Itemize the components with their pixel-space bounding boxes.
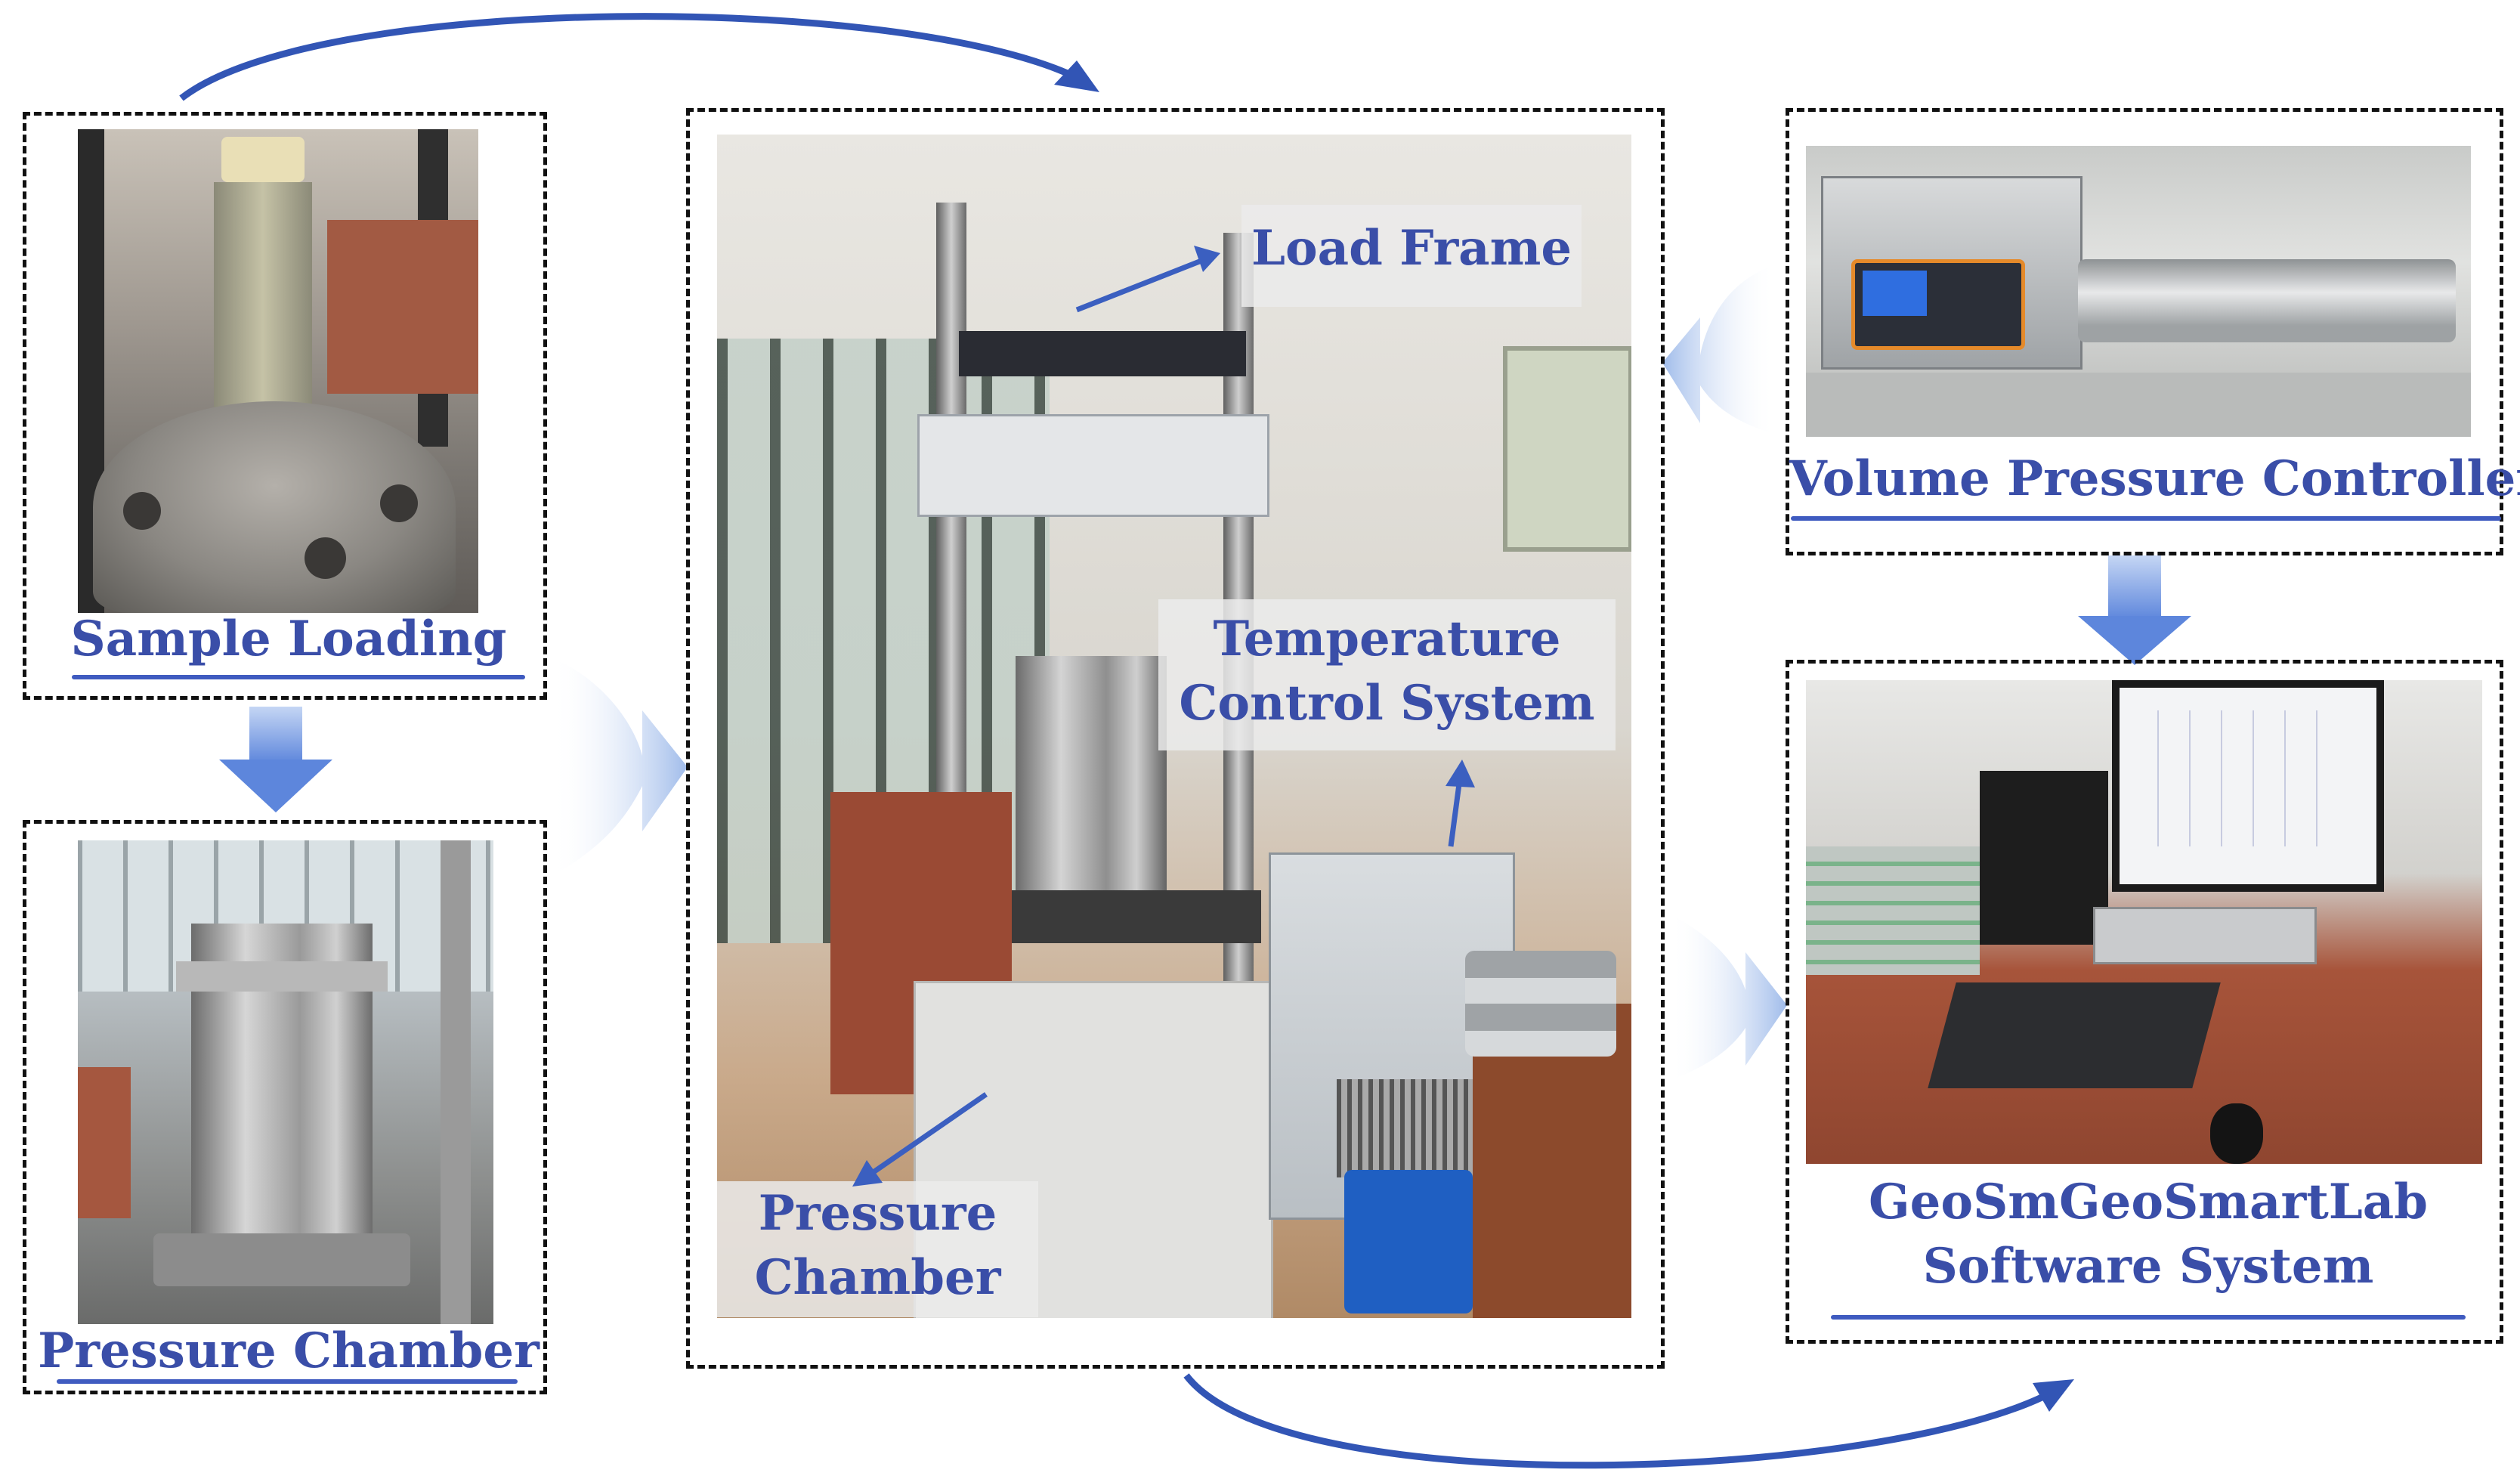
fat-flow-arrow-lower-right	[1670, 914, 1787, 1081]
sample-cylinder	[221, 137, 305, 182]
down-block-arrow-right	[2078, 555, 2191, 665]
temperature-label-line2: Control System	[1179, 675, 1595, 732]
volume-controller-photo	[1806, 146, 2471, 437]
pressure-cell	[1016, 656, 1167, 898]
sample-cylinder	[214, 182, 312, 416]
fat-flow-arrow-left	[552, 658, 688, 877]
chamber-base	[153, 1233, 410, 1286]
sample-loading-underline	[72, 675, 525, 679]
bottom-curved-arrow	[1183, 1373, 2058, 1469]
down-block-arrow-left	[219, 707, 332, 812]
pressure-chamber-left-underline	[57, 1379, 518, 1384]
mouse	[2210, 1103, 2263, 1164]
pressure-chamber-photo	[78, 840, 493, 1324]
sample-loading-panel: Sample Loading	[23, 112, 547, 700]
volume-controller-underline	[1791, 516, 2501, 521]
keyboard	[1928, 982, 2221, 1088]
temperature-label-bg	[1158, 599, 1616, 750]
red-wall-panel	[327, 220, 478, 394]
bottom-curved-arrowhead	[2033, 1379, 2074, 1412]
pressure-chamber-left-panel: Pressure Chamber	[23, 820, 547, 1394]
flange-hole	[380, 484, 418, 522]
chamber-top-plate	[176, 961, 388, 992]
volume-controller-label: Volume Pressure Controller	[1789, 450, 2520, 507]
pc-tower	[1980, 771, 2108, 945]
load-frame-label-bg	[1241, 205, 1582, 307]
piston-cylinder	[2078, 259, 2456, 342]
wall-notice-board	[1503, 346, 1631, 552]
sample-loading-photo	[78, 129, 478, 613]
software-panel: GeoSmGeoSmartLab Software System	[1786, 660, 2503, 1344]
blue-container	[1344, 1170, 1473, 1313]
red-wall-panel	[78, 1067, 131, 1218]
flange-hole	[305, 537, 346, 579]
software-label-line2: Software System	[1922, 1238, 2374, 1295]
software-photo	[1806, 680, 2482, 1164]
pressure-chamber-left-label: Pressure Chamber	[38, 1323, 540, 1379]
monitor-chart-lines	[2127, 710, 2346, 846]
pressure-label-line2: Chamber	[754, 1249, 1001, 1306]
controller-screen	[1863, 271, 1927, 316]
volume-controller-panel: Volume Pressure Controller	[1786, 108, 2520, 555]
software-label-line1: GeoSmGeoSmartLab	[1869, 1174, 2428, 1230]
load-frame-label: Load Frame	[1251, 220, 1572, 277]
flange-hole	[123, 492, 161, 530]
temperature-label-line1: Temperature	[1213, 611, 1561, 667]
steel-column	[441, 840, 471, 1324]
top-crosshead	[959, 331, 1246, 376]
main-apparatus-panel: Load Frame Temperature Control System Pr…	[686, 108, 1665, 1369]
pressure-label-bg	[717, 1181, 1038, 1317]
control-modules	[1806, 846, 1980, 975]
sample-loading-label: Sample Loading	[70, 611, 507, 667]
instrument-cylinders	[1465, 951, 1616, 1057]
fat-flow-arrow-upper-right	[1662, 265, 1776, 435]
upper-crosshead	[917, 414, 1269, 517]
bath-vent-grille	[1337, 1079, 1473, 1177]
top-curved-arrowhead	[1054, 60, 1099, 92]
pressure-label-line1: Pressure	[758, 1185, 997, 1242]
controller-base	[1806, 373, 2471, 437]
top-curved-arrow	[179, 13, 1083, 101]
network-switch	[2093, 907, 2317, 964]
software-underline	[1831, 1315, 2466, 1320]
